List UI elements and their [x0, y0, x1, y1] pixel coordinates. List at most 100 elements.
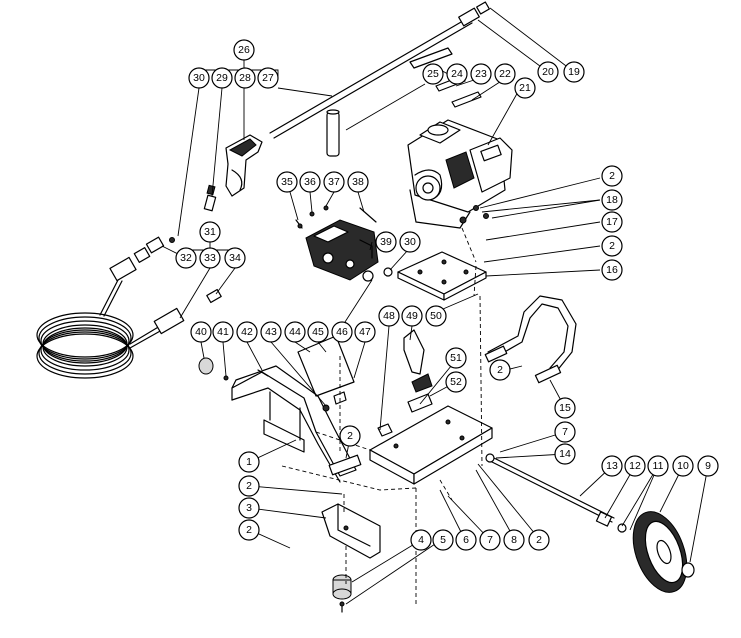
callout-41: 41 — [212, 321, 234, 343]
callout-35: 35 — [276, 171, 298, 193]
callout-22: 22 — [494, 63, 516, 85]
callout-18: 18 — [601, 189, 623, 211]
callout-17: 17 — [601, 211, 623, 233]
svg-text:2: 2 — [246, 524, 252, 536]
callout-12: 12 — [624, 455, 646, 477]
callout-9: 9 — [697, 455, 719, 477]
svg-text:43: 43 — [265, 326, 277, 338]
svg-text:42: 42 — [241, 326, 253, 338]
engine-mount-plate — [397, 251, 487, 301]
axle — [485, 453, 627, 533]
callout-2-handle: 2 — [339, 425, 361, 447]
svg-text:48: 48 — [383, 310, 395, 322]
svg-text:45: 45 — [312, 326, 324, 338]
callout-2-rear-handle: 2 — [489, 359, 511, 381]
callout-50: 50 — [425, 305, 447, 327]
callout-4: 4 — [410, 529, 432, 551]
svg-text:18: 18 — [606, 194, 618, 206]
svg-text:47: 47 — [359, 326, 371, 338]
callout-31: 31 — [199, 221, 221, 243]
svg-text:13: 13 — [606, 460, 618, 472]
rear-handle — [484, 295, 577, 384]
svg-text:38: 38 — [352, 176, 364, 188]
svg-text:19: 19 — [568, 66, 580, 78]
callout-11: 11 — [647, 455, 669, 477]
callout-27: 27 — [257, 67, 279, 89]
callout-47: 47 — [354, 321, 376, 343]
callout-7-right: 7 — [554, 421, 576, 443]
svg-text:25: 25 — [427, 68, 439, 80]
svg-text:14: 14 — [559, 448, 571, 460]
svg-text:15: 15 — [559, 402, 571, 414]
svg-text:2: 2 — [536, 534, 542, 546]
svg-text:28: 28 — [239, 72, 251, 84]
svg-text:16: 16 — [606, 264, 618, 276]
extension-tube — [326, 109, 340, 157]
svg-text:20: 20 — [542, 66, 554, 78]
handle-frame — [231, 365, 362, 483]
svg-text:2: 2 — [246, 480, 252, 492]
svg-text:44: 44 — [289, 326, 301, 338]
svg-text:31: 31 — [204, 226, 216, 238]
pressure-hose — [36, 236, 222, 379]
callout-44: 44 — [284, 321, 306, 343]
svg-text:52: 52 — [450, 376, 462, 388]
nozzle-tips — [409, 47, 482, 108]
callout-34: 34 — [224, 247, 246, 269]
wheel — [632, 511, 695, 593]
handle-hardware — [198, 335, 355, 412]
callout-2-left-b: 2 — [238, 519, 260, 541]
callout-42: 42 — [236, 321, 258, 343]
svg-text:49: 49 — [406, 310, 418, 322]
svg-text:34: 34 — [229, 252, 241, 264]
svg-text:12: 12 — [629, 460, 641, 472]
callout-45: 45 — [307, 321, 329, 343]
callout-16: 16 — [601, 259, 623, 281]
svg-text:8: 8 — [511, 534, 517, 546]
callout-25: 25 — [422, 63, 444, 85]
svg-text:10: 10 — [677, 460, 689, 472]
callout-48: 48 — [378, 305, 400, 327]
callout-8: 8 — [503, 529, 525, 551]
svg-text:35: 35 — [281, 176, 293, 188]
svg-text:29: 29 — [216, 72, 228, 84]
svg-text:2: 2 — [609, 170, 615, 182]
svg-text:50: 50 — [430, 310, 442, 322]
callout-10: 10 — [672, 455, 694, 477]
svg-text:41: 41 — [217, 326, 229, 338]
svg-text:1: 1 — [246, 456, 252, 468]
callout-5: 5 — [432, 529, 454, 551]
svg-text:21: 21 — [519, 82, 531, 94]
callout-38: 38 — [347, 171, 369, 193]
svg-text:7: 7 — [487, 534, 493, 546]
callout-51: 51 — [445, 347, 467, 369]
callout-21: 21 — [514, 77, 536, 99]
svg-text:4: 4 — [418, 534, 424, 546]
callout-36: 36 — [299, 171, 321, 193]
pump — [305, 219, 379, 281]
callout-6: 6 — [455, 529, 477, 551]
callout-14: 14 — [554, 443, 576, 465]
svg-text:39: 39 — [380, 236, 392, 248]
spray-wand — [269, 1, 490, 139]
callout-2-left-a: 2 — [238, 475, 260, 497]
svg-text:46: 46 — [336, 326, 348, 338]
svg-text:23: 23 — [475, 68, 487, 80]
callout-2-engine: 2 — [601, 165, 623, 187]
cart-frame — [369, 329, 493, 485]
callout-39: 39 — [375, 231, 397, 253]
svg-text:2: 2 — [497, 364, 503, 376]
svg-text:30: 30 — [193, 72, 205, 84]
callout-13: 13 — [601, 455, 623, 477]
svg-text:32: 32 — [180, 252, 192, 264]
callout-33: 33 — [199, 247, 221, 269]
callout-26: 26 — [233, 39, 255, 61]
svg-text:26: 26 — [238, 44, 250, 56]
svg-text:36: 36 — [304, 176, 316, 188]
svg-text:6: 6 — [463, 534, 469, 546]
svg-text:40: 40 — [195, 326, 207, 338]
callout-7-bottom: 7 — [479, 529, 501, 551]
svg-text:24: 24 — [451, 68, 463, 80]
spray-gun — [203, 134, 263, 212]
